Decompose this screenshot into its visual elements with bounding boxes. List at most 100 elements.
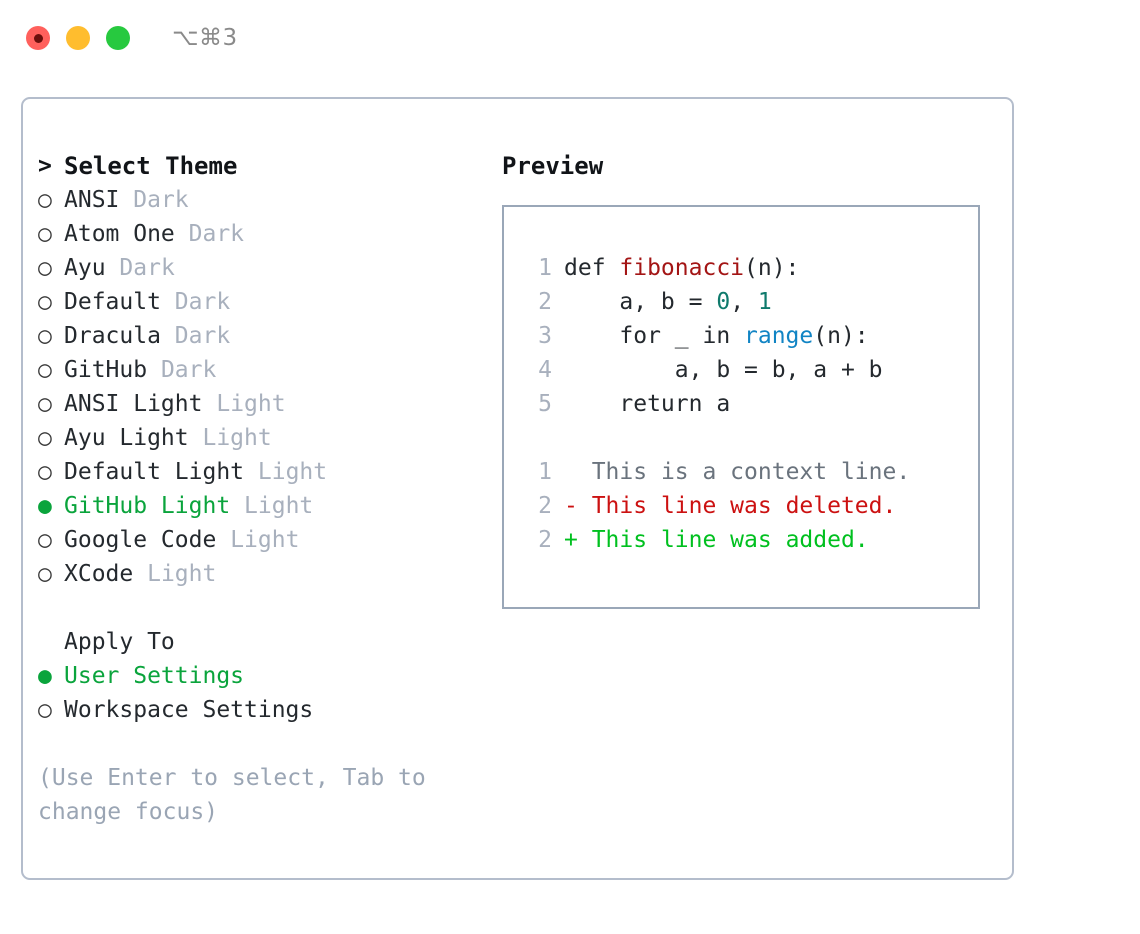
diff-sample: 1 This is a context line. 2- This line wa… bbox=[504, 455, 978, 557]
theme-kind-badge: Dark bbox=[174, 289, 231, 315]
code-token: return a bbox=[564, 391, 731, 417]
apply-to-label: Apply To bbox=[64, 629, 175, 655]
theme-name: GitHub Light bbox=[64, 493, 231, 519]
theme-list-item[interactable]: ○ XCode Light bbox=[38, 557, 488, 591]
theme-list-item[interactable]: ○ Atom One Dark bbox=[38, 217, 488, 251]
code-token: range bbox=[744, 323, 814, 349]
theme-kind-badge: Light bbox=[216, 391, 286, 417]
theme-kind-badge: Light bbox=[244, 493, 314, 519]
radio-selected-icon: ● bbox=[38, 493, 52, 519]
radio-unselected-icon: ○ bbox=[38, 527, 52, 553]
theme-name: Ayu Light bbox=[64, 425, 189, 451]
line-number: 3 bbox=[538, 323, 552, 349]
title-bar: ⌥⌘3 bbox=[0, 0, 1140, 76]
line-number: 1 bbox=[538, 459, 552, 485]
theme-name: Google Code bbox=[64, 527, 217, 553]
code-token: def bbox=[564, 255, 620, 281]
theme-name: Ayu bbox=[64, 255, 106, 281]
theme-kind-badge: Light bbox=[202, 425, 272, 451]
theme-name: GitHub bbox=[64, 357, 148, 383]
line-number: 5 bbox=[538, 391, 552, 417]
theme-name: Default Light bbox=[64, 459, 245, 485]
code-token: fibonacci bbox=[619, 255, 745, 281]
diff-line: 2- This line was deleted. bbox=[504, 489, 978, 523]
code-token: 1 bbox=[757, 289, 772, 315]
code-line: 4 a, b = b, a + b bbox=[504, 353, 978, 387]
diff-text: This line was deleted. bbox=[591, 493, 897, 519]
theme-list-item[interactable]: ○ GitHub Dark bbox=[38, 353, 488, 387]
apply-to-header: Apply To bbox=[38, 625, 488, 659]
apply-to-marker-placeholder bbox=[38, 629, 64, 655]
theme-name: ANSI bbox=[64, 187, 120, 213]
theme-list-item[interactable]: ○ Default Dark bbox=[38, 285, 488, 319]
theme-kind-badge: Dark bbox=[160, 357, 217, 383]
diff-line: 2+ This line was added. bbox=[504, 523, 978, 557]
radio-unselected-icon: ○ bbox=[38, 221, 52, 247]
code-line: 5 return a bbox=[504, 387, 978, 421]
theme-list-item[interactable]: ○ ANSI Light Light bbox=[38, 387, 488, 421]
theme-kind-badge: Light bbox=[147, 561, 217, 587]
apply-to-option[interactable]: ○Workspace Settings bbox=[38, 693, 488, 727]
theme-kind-badge: Dark bbox=[188, 221, 245, 247]
code-token: (n): bbox=[813, 323, 869, 349]
code-token: a, b = bbox=[564, 289, 717, 315]
theme-list-item[interactable]: ● GitHub Light Light bbox=[38, 489, 488, 523]
apply-to-option[interactable]: ●User Settings bbox=[38, 659, 488, 693]
line-number: 4 bbox=[538, 357, 552, 383]
keyboard-hint: (Use Enter to select, Tab to change focu… bbox=[38, 765, 440, 825]
code-token: , bbox=[730, 289, 758, 315]
radio-unselected-icon: ○ bbox=[38, 187, 52, 213]
code-line: 1 def fibonacci(n): bbox=[504, 251, 978, 285]
theme-name: XCode bbox=[64, 561, 134, 587]
diff-sign: + bbox=[564, 527, 592, 553]
theme-name: ANSI Light bbox=[64, 391, 203, 417]
theme-name: Default bbox=[64, 289, 161, 315]
minimize-window-button[interactable] bbox=[66, 26, 90, 50]
line-number: 1 bbox=[538, 255, 552, 281]
radio-unselected-icon: ○ bbox=[38, 391, 52, 417]
radio-unselected-icon: ○ bbox=[38, 697, 52, 723]
radio-unselected-icon: ○ bbox=[38, 289, 52, 315]
apply-to-list: ●User Settings○Workspace Settings bbox=[38, 659, 488, 727]
section-spacer bbox=[38, 591, 488, 625]
code-token: (n): bbox=[744, 255, 800, 281]
radio-unselected-icon: ○ bbox=[38, 561, 52, 587]
diff-sign bbox=[564, 459, 592, 485]
select-theme-title: Select Theme bbox=[64, 152, 238, 180]
code-diff-spacer bbox=[504, 421, 978, 455]
diff-text: This line was added. bbox=[591, 527, 869, 553]
radio-selected-icon: ● bbox=[38, 663, 52, 689]
zoom-window-button[interactable] bbox=[106, 26, 130, 50]
theme-name: Dracula bbox=[64, 323, 161, 349]
radio-unselected-icon: ○ bbox=[38, 425, 52, 451]
theme-list-item[interactable]: ○ Ayu Light Light bbox=[38, 421, 488, 455]
preview-title: Preview bbox=[502, 152, 604, 180]
radio-unselected-icon: ○ bbox=[38, 357, 52, 383]
line-number: 2 bbox=[538, 493, 552, 519]
theme-kind-badge: Dark bbox=[133, 187, 189, 213]
theme-list-item[interactable]: ○ Google Code Light bbox=[38, 523, 488, 557]
prompt-caret-icon: > bbox=[38, 153, 52, 179]
diff-text: This is a context line. bbox=[591, 459, 911, 485]
close-window-button[interactable] bbox=[26, 26, 50, 50]
radio-unselected-icon: ○ bbox=[38, 459, 52, 485]
theme-kind-badge: Dark bbox=[174, 323, 231, 349]
code-token: a, b = b, a + b bbox=[564, 357, 883, 383]
code-line: 2 a, b = 0, 1 bbox=[504, 285, 978, 319]
theme-list-item[interactable]: ○ ANSI Dark bbox=[38, 183, 488, 217]
theme-list-item[interactable]: ○ Default Light Light bbox=[38, 455, 488, 489]
theme-name: Atom One bbox=[64, 221, 175, 247]
code-token: for _ in bbox=[564, 323, 745, 349]
theme-kind-badge: Light bbox=[257, 459, 328, 485]
theme-kind-badge: Light bbox=[230, 527, 300, 553]
traffic-lights bbox=[26, 26, 130, 50]
line-number: 2 bbox=[538, 289, 552, 315]
